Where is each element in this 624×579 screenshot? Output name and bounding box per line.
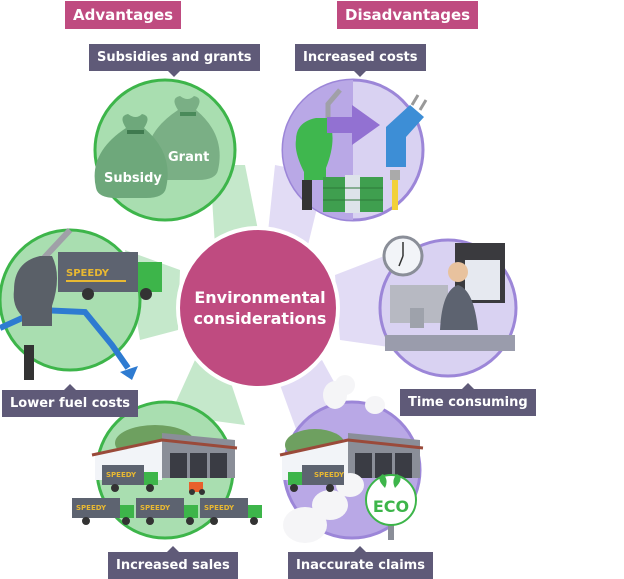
svg-text:SPEEDY: SPEEDY (314, 471, 345, 479)
label-subsidies-and-grants: Subsidies and grants (89, 44, 260, 77)
bag-label-grant: Grant (168, 150, 210, 165)
eco-badge-icon: ECO (365, 474, 417, 540)
center-title-line2: considerations (193, 309, 327, 328)
eco-badge-text: ECO (373, 497, 409, 516)
circle-subsidies-and-grants (93, 78, 237, 222)
delivery-truck-icon: SPEEDY (58, 252, 162, 300)
advantages-heading: Advantages (65, 1, 182, 29)
label-increased-costs: Increased costs (295, 44, 426, 77)
circle-time-consuming (378, 235, 518, 378)
arrow-right-icon (327, 105, 380, 145)
delivery-truck-icon: SPEEDY (102, 465, 158, 492)
clock-icon (382, 235, 424, 277)
delivery-truck-icon: SPEEDY (288, 465, 345, 492)
electric-plug-icon (386, 94, 428, 210)
label-increased-sales: Increased sales (108, 546, 238, 579)
center-title: Environmental considerations (180, 287, 340, 329)
smoke-clouds-icon (283, 375, 385, 543)
svg-text:SPEEDY: SPEEDY (76, 504, 107, 512)
svg-text:SPEEDY: SPEEDY (106, 471, 137, 479)
label-lower-fuel-costs: Lower fuel costs (2, 384, 139, 417)
circle-inaccurate-claims: SPEEDY ECO (279, 375, 424, 543)
label-inaccurate-claims: Inaccurate claims (288, 546, 433, 579)
center-circle (176, 226, 340, 390)
delivery-trucks: SPEEDY SPEEDY SPEEDY SPEEDY (72, 465, 262, 525)
disadvantages-heading: Disadvantages (337, 1, 479, 29)
desk (385, 335, 515, 351)
computer-monitor-icon (390, 285, 448, 328)
delivery-truck-icon: SPEEDY (136, 498, 198, 525)
office-worker-icon (440, 262, 478, 330)
delivery-truck-icon: SPEEDY (200, 498, 262, 525)
fuel-nozzle-icon (295, 88, 342, 210)
label-time-consuming: Time consuming (400, 383, 536, 416)
factory-icon (279, 433, 424, 480)
bag-label-subsidy: Subsidy (104, 171, 162, 186)
svg-text:SPEEDY: SPEEDY (204, 504, 235, 512)
money-bags-icon (94, 96, 220, 198)
delivery-truck-icon: SPEEDY (72, 498, 134, 525)
disadvantage-wedges (268, 165, 410, 440)
money-stack-icon (323, 175, 383, 213)
circle-increased-costs (281, 78, 428, 222)
forklift-icon (189, 482, 205, 495)
circle-lower-fuel-costs: SPEEDY (0, 227, 162, 380)
svg-text:SPEEDY: SPEEDY (140, 504, 171, 512)
svg-text:SPEEDY: SPEEDY (66, 268, 110, 279)
circle-increased-sales: SPEEDY SPEEDY SPEEDY SPEEDY (72, 400, 262, 540)
fuel-pump-icon (13, 227, 73, 380)
center-title-line1: Environmental (194, 288, 326, 307)
